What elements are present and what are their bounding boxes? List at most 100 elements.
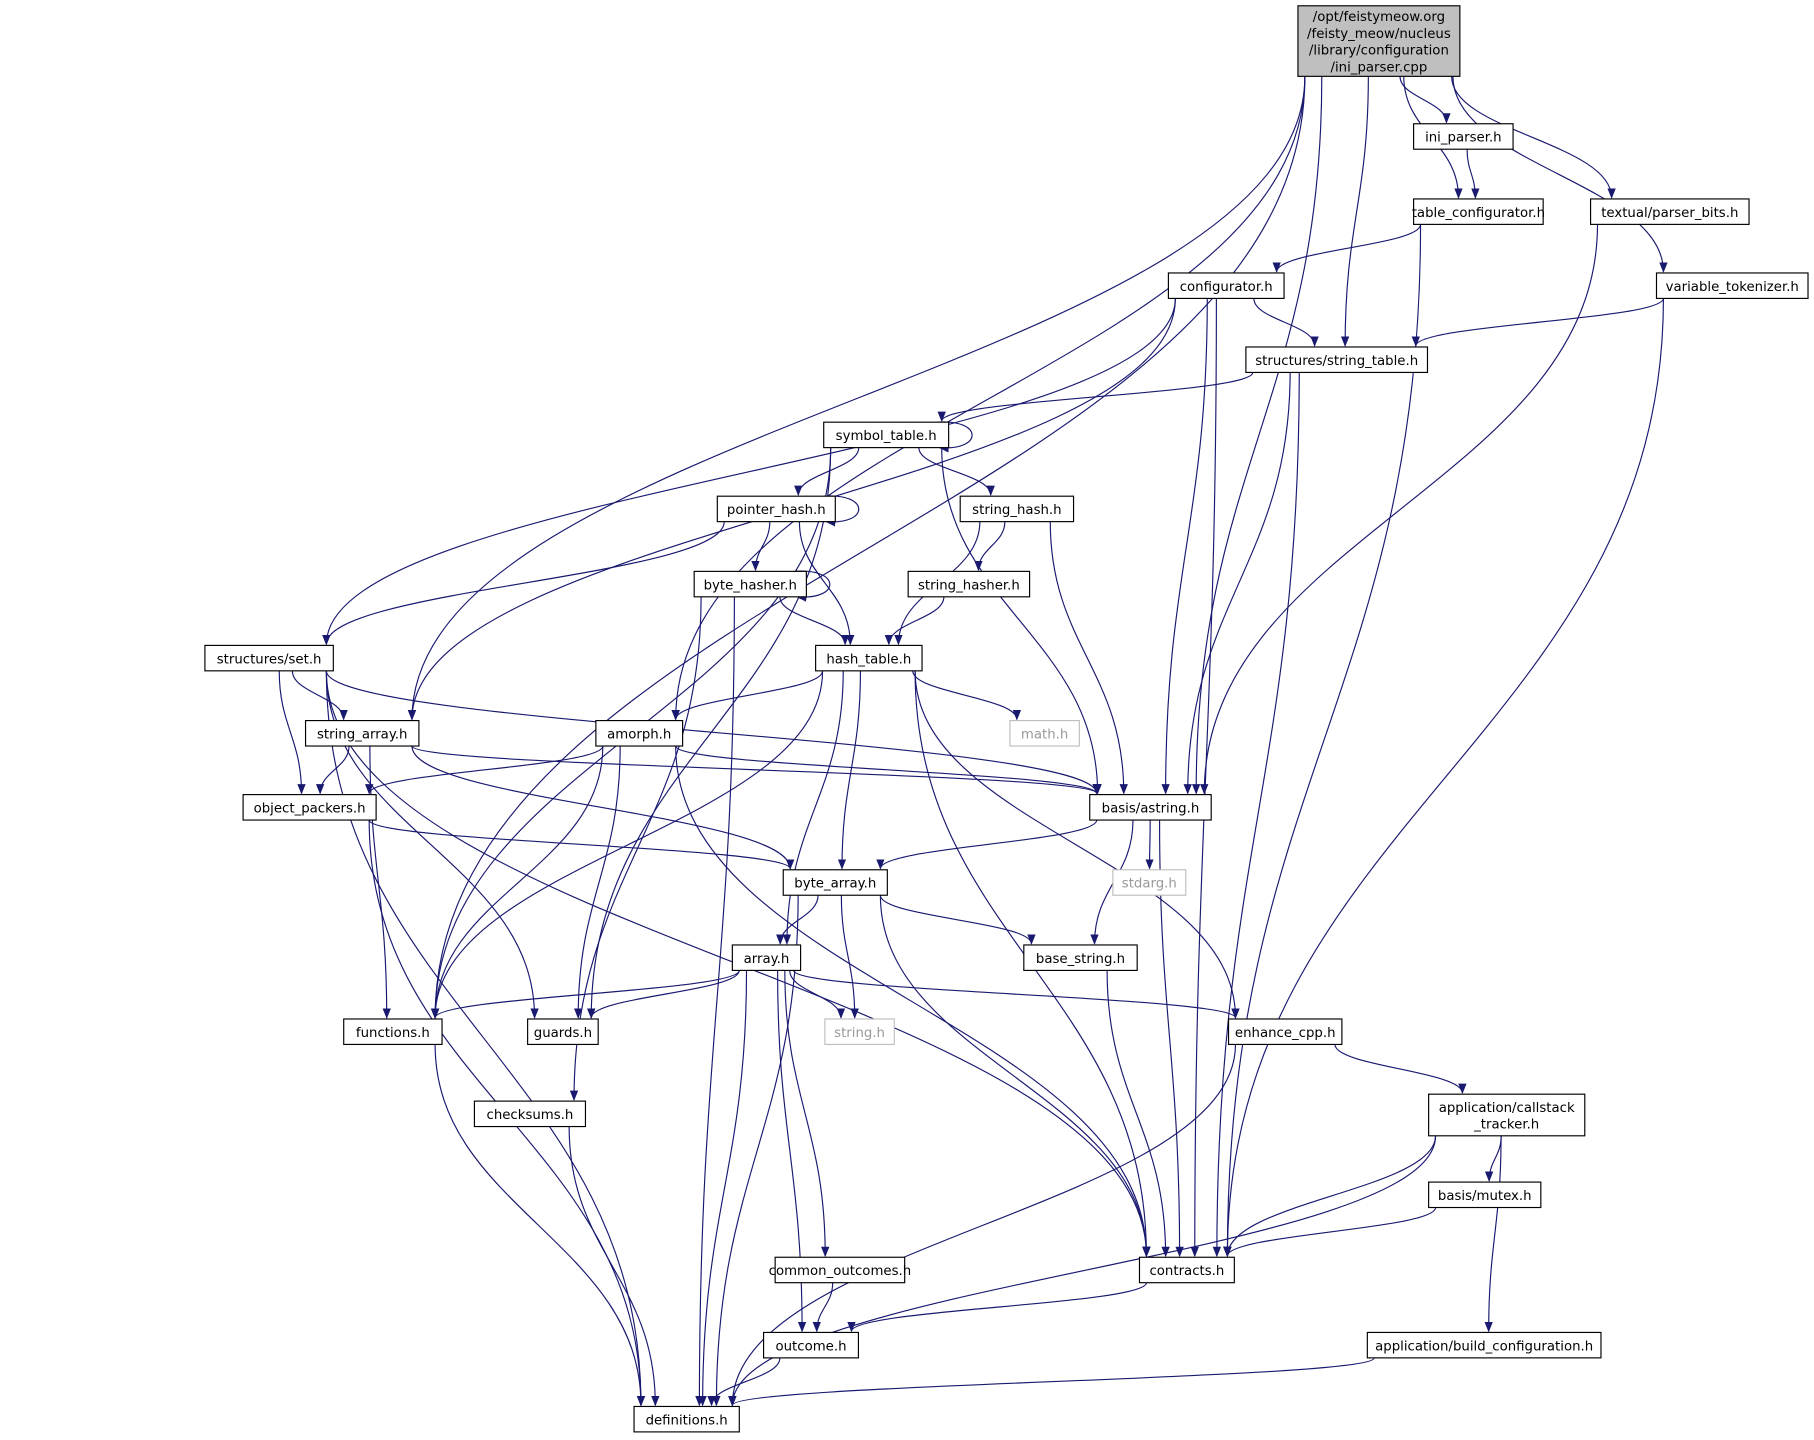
node-box: [731, 944, 802, 971]
edge-astring-to-byte-array: [876, 819, 1098, 870]
edge-configurator-to-contracts: [1190, 298, 1217, 1258]
edge-callstack-tracker-to-contracts: [1223, 1135, 1437, 1258]
node-string-hasher[interactable]: string_hasher.h: [907, 570, 1031, 598]
node-hash-table[interactable]: hash_table.h: [815, 644, 923, 672]
node-variable-tokenizer[interactable]: variable_tokenizer.h: [1655, 272, 1809, 299]
node-ini-parser[interactable]: ini_parser.h: [1413, 123, 1514, 150]
node-label: math.h: [1021, 727, 1068, 742]
node-string-h: string.h: [824, 1018, 895, 1046]
edge-hash-table-to-byte-array: [837, 670, 862, 870]
edge-array-to-string-h: [789, 970, 846, 1019]
node-array[interactable]: array.h: [731, 944, 802, 971]
node-label: /opt/feistymeow.org: [1313, 10, 1445, 25]
edge-object-packers-to-byte-array: [368, 819, 795, 870]
node-box: [824, 1018, 895, 1046]
edge-amorph-to-astring: [675, 745, 1101, 795]
node-outcome[interactable]: outcome.h: [763, 1331, 860, 1359]
edge-checksums-to-definitions: [568, 1126, 660, 1407]
edge-byte-array-to-definitions: [712, 895, 799, 1407]
node-label: ini_parser.h: [1425, 131, 1502, 146]
node-box: [716, 495, 836, 523]
edge-pointer-hash-to-byte-hasher: [751, 521, 771, 572]
edge-build-configuration-to-definitions: [728, 1357, 1375, 1407]
node-callstack-tracker[interactable]: application/callstack_tracker.h: [1428, 1093, 1586, 1137]
node-table-configurator[interactable]: table_configurator.h: [1412, 198, 1545, 225]
edge-byte-array-to-string-h: [840, 895, 859, 1019]
node-label: string_hasher.h: [918, 578, 1020, 593]
node-label: pointer_hash.h: [727, 503, 826, 518]
node-functions[interactable]: functions.h: [343, 1018, 443, 1046]
node-string-array[interactable]: string_array.h: [304, 720, 420, 747]
edge-symbol-table-to-symbol-table: [937, 421, 973, 453]
node-checksums[interactable]: checksums.h: [473, 1100, 587, 1128]
edge-pointer-hash-to-set: [322, 521, 725, 646]
edge-amorph-to-guards: [574, 746, 621, 1019]
node-build-configuration[interactable]: application/build_configuration.h: [1366, 1331, 1602, 1359]
node-guards[interactable]: guards.h: [527, 1018, 599, 1046]
node-mutex[interactable]: basis/mutex.h: [1428, 1181, 1542, 1209]
edge-base-string-to-contracts: [1106, 970, 1170, 1258]
node-symbol-table[interactable]: symbol_table.h: [823, 421, 950, 449]
edge-root-to-string-table: [1340, 76, 1369, 347]
node-pointer-hash[interactable]: pointer_hash.h: [716, 495, 836, 523]
edge-symbol-table-to-astring: [941, 447, 1102, 795]
node-set[interactable]: structures/set.h: [204, 644, 334, 672]
edge-set-to-object-packers: [278, 670, 306, 795]
node-label: textual/parser_bits.h: [1601, 206, 1738, 221]
edge-byte-array-to-array: [776, 895, 819, 945]
node-box: [204, 644, 334, 672]
node-base-string[interactable]: base_string.h: [1023, 944, 1138, 971]
node-label: structures/string_table.h: [1255, 354, 1418, 369]
node-box: [1167, 272, 1285, 299]
node-box: [242, 794, 377, 821]
edge-variable-tokenizer-to-contracts: [1223, 298, 1665, 1258]
node-label: contracts.h: [1149, 1264, 1224, 1279]
node-box: [1089, 794, 1212, 821]
node-byte-hasher[interactable]: byte_hasher.h: [693, 570, 807, 598]
edge-array-to-guards: [587, 970, 740, 1019]
node-definitions[interactable]: definitions.h: [633, 1405, 740, 1433]
edge-configurator-to-string-table: [1253, 298, 1319, 347]
edge-byte-array-to-contracts: [879, 895, 1151, 1258]
node-string-hash[interactable]: string_hash.h: [959, 495, 1075, 523]
node-label: guards.h: [534, 1026, 592, 1041]
node-label: application/callstack: [1439, 1101, 1575, 1116]
node-astring[interactable]: basis/astring.h: [1089, 794, 1212, 821]
node-label: outcome.h: [775, 1339, 846, 1354]
node-box: [473, 1100, 587, 1128]
node-common-outcomes[interactable]: common_outcomes.h: [769, 1256, 912, 1284]
node-byte-array[interactable]: byte_array.h: [782, 869, 888, 896]
node-label: table_configurator.h: [1412, 206, 1545, 221]
node-box: [907, 570, 1031, 598]
node-enhance-cpp[interactable]: enhance_cpp.h: [1227, 1018, 1343, 1046]
node-label: common_outcomes.h: [769, 1264, 912, 1279]
edge-string-array-to-object-packers: [315, 746, 350, 795]
node-object-packers[interactable]: object_packers.h: [242, 794, 377, 821]
edge-hash-table-to-enhance-cpp: [914, 670, 1240, 1019]
node-label: basis/astring.h: [1102, 801, 1200, 816]
edge-string-hash-to-string-hasher: [974, 521, 1006, 572]
node-amorph[interactable]: amorph.h: [595, 720, 684, 747]
node-box: [1428, 1181, 1542, 1209]
edge-astring-to-stdarg: [1145, 820, 1154, 870]
node-contracts[interactable]: contracts.h: [1138, 1256, 1235, 1284]
edge-configurator-to-set: [322, 298, 1176, 646]
edge-array-to-common-outcomes: [784, 970, 830, 1258]
node-box: [1655, 272, 1809, 299]
edge-functions-to-definitions: [434, 1044, 646, 1407]
node-box: [304, 720, 420, 747]
node-label: amorph.h: [607, 727, 671, 742]
edge-byte-array-to-base-string: [879, 895, 1036, 945]
edge-string-array-to-byte-array: [411, 746, 795, 870]
edge-hash-table-to-amorph: [671, 670, 824, 721]
node-box: [1245, 346, 1429, 374]
node-box: [774, 1256, 906, 1284]
node-box: [1413, 198, 1544, 225]
node-configurator[interactable]: configurator.h: [1167, 272, 1285, 299]
node-parser-bits[interactable]: textual/parser_bits.h: [1589, 198, 1750, 225]
node-box: [1138, 1256, 1235, 1284]
node-box: [595, 720, 684, 747]
node-string-table[interactable]: structures/string_table.h: [1245, 346, 1429, 374]
